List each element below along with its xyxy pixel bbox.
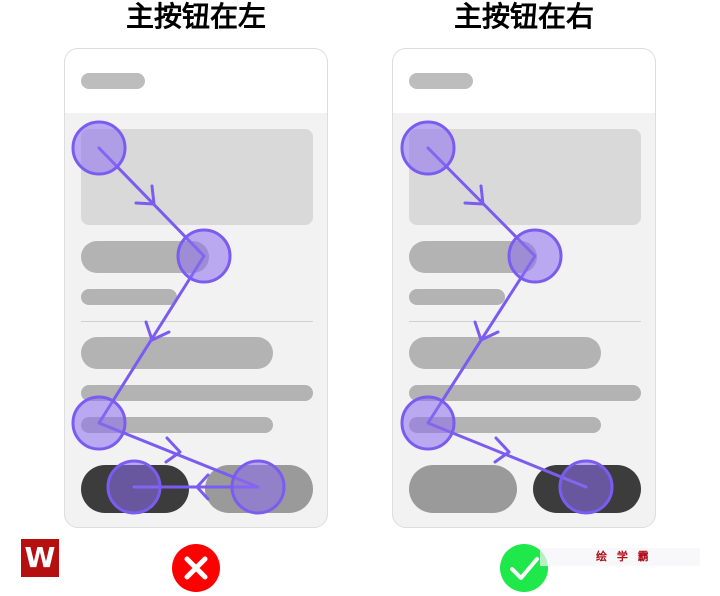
fixation-circle	[71, 395, 127, 451]
right-arrow-1	[463, 184, 485, 206]
fixation-circle	[558, 459, 614, 515]
text-placeholder	[81, 289, 177, 305]
pill-placeholder	[81, 337, 273, 369]
fixation-circle	[400, 120, 456, 176]
fixation-circle	[176, 228, 232, 284]
right-phone-mockup	[392, 48, 656, 528]
right-arrow-2	[473, 320, 500, 342]
check-icon	[500, 544, 548, 592]
text-placeholder	[409, 417, 601, 433]
fixation-circle	[106, 459, 162, 515]
watermark: 绘 学 霸	[540, 548, 700, 566]
pill-placeholder	[409, 337, 601, 369]
text-placeholder	[409, 289, 505, 305]
left-title: 主按钮在左	[125, 0, 266, 33]
title-placeholder	[81, 73, 145, 89]
divider	[409, 321, 641, 322]
text-placeholder	[81, 385, 313, 401]
divider	[81, 321, 313, 322]
right-arrow-3	[493, 436, 511, 464]
fixation-circle	[507, 228, 563, 284]
left-arrow-3	[164, 436, 182, 464]
right-title: 主按钮在右	[453, 0, 594, 33]
text-placeholder	[409, 385, 641, 401]
left-arrow-2	[144, 320, 171, 342]
fixation-circle	[71, 120, 127, 176]
text-placeholder	[81, 417, 273, 433]
fixation-circle	[400, 395, 456, 451]
cross-icon	[172, 544, 220, 592]
left-arrow-1	[134, 184, 156, 206]
secondary-button[interactable]	[409, 465, 517, 513]
brand-logo: W	[21, 539, 59, 577]
left-arrow-4	[195, 473, 210, 501]
title-placeholder	[409, 73, 473, 89]
fixation-circle	[230, 459, 286, 515]
